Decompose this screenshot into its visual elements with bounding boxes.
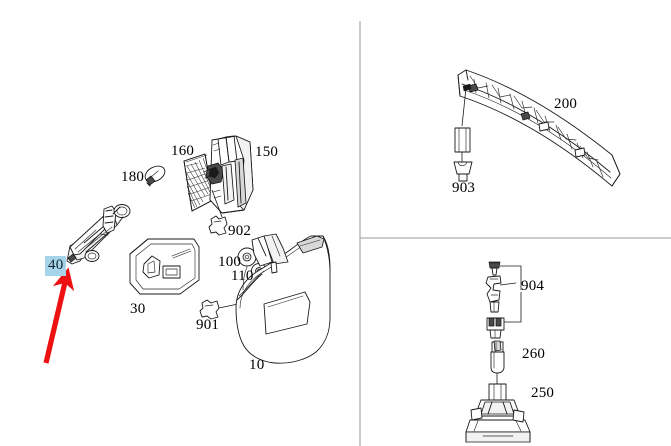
part-30-trim-panel bbox=[129, 238, 200, 295]
callout-150: 150 bbox=[255, 144, 279, 160]
part-40-hinge-arm bbox=[66, 204, 131, 265]
part-160-grille-panel bbox=[183, 153, 214, 212]
callout-250: 250 bbox=[531, 385, 555, 401]
callout-904: 904 bbox=[521, 278, 545, 294]
part-901-clip bbox=[199, 299, 239, 320]
part-904-fastener-kit bbox=[485, 261, 522, 339]
callout-903: 903 bbox=[452, 180, 476, 196]
callout-160: 160 bbox=[171, 143, 195, 159]
callout-30: 30 bbox=[130, 301, 146, 317]
part-902-clip bbox=[208, 189, 228, 236]
callout-110: 110 bbox=[231, 268, 254, 284]
callout-10: 10 bbox=[249, 357, 265, 373]
callout-100: 100 bbox=[218, 254, 242, 270]
part-10-lamp-lens bbox=[235, 233, 331, 364]
callout-901: 901 bbox=[196, 317, 220, 333]
callout-260: 260 bbox=[522, 346, 546, 362]
callout-40-highlighted[interactable]: 40 bbox=[45, 256, 67, 276]
part-200-trim-strip bbox=[457, 69, 621, 187]
part-250-lamp-module bbox=[465, 383, 531, 443]
top-right-panel-group bbox=[453, 69, 621, 187]
callout-902: 902 bbox=[228, 223, 252, 239]
panel-dividers bbox=[359, 21, 671, 446]
part-150-lamp-housing bbox=[203, 135, 254, 214]
left-panel-group bbox=[66, 135, 331, 364]
part-260-bulb bbox=[490, 340, 505, 384]
part-903-socket bbox=[453, 83, 473, 182]
callout-200: 200 bbox=[554, 96, 578, 112]
part-180-bulb bbox=[144, 165, 166, 187]
bottom-right-panel-group bbox=[465, 261, 531, 443]
callout-180: 180 bbox=[121, 169, 145, 185]
